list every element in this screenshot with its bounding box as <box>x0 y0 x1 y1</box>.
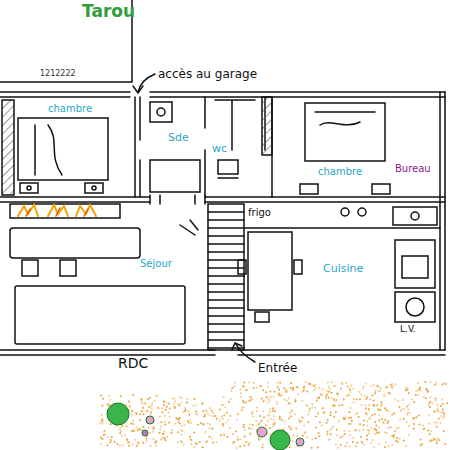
room-label: chambre <box>48 103 92 114</box>
room-label: wc <box>212 143 227 155</box>
phone-number: 1212222 <box>40 70 76 79</box>
appliance-label: L.V. <box>400 325 416 335</box>
garage-note: accès au garage <box>158 68 257 81</box>
room-label: Séjour <box>140 258 172 269</box>
room-label: Sde <box>168 132 189 144</box>
room-label: chambre <box>318 166 362 177</box>
appliance-label: frigo <box>248 207 271 218</box>
house-title: Tarou <box>82 2 135 21</box>
floor-label: RDC <box>118 356 148 371</box>
garden <box>99 381 448 450</box>
room-label: Cuisine <box>323 263 363 275</box>
room-label: Bureau <box>395 163 431 174</box>
entrance-label: Entrée <box>258 362 297 375</box>
